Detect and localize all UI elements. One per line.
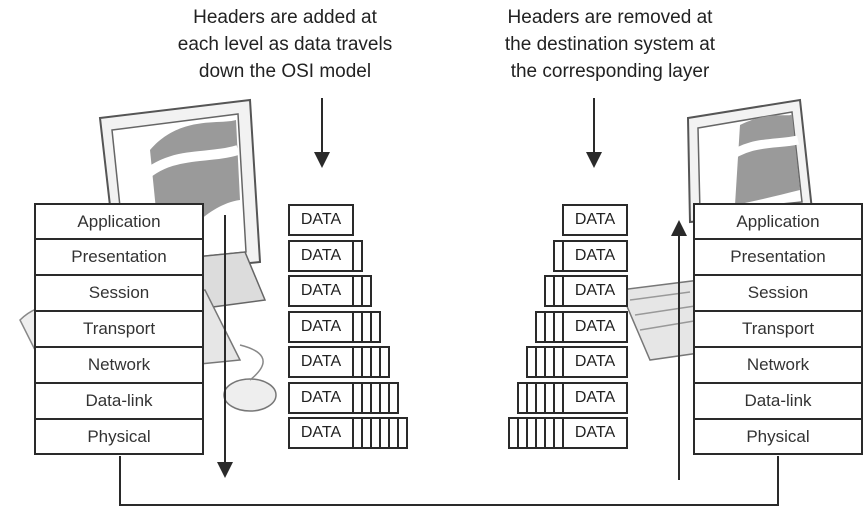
pdu-header-divider (379, 417, 381, 449)
pdu-header-divider (388, 417, 390, 449)
pdu-header-divider (526, 381, 528, 414)
up-arrow-stack (671, 220, 687, 480)
pdu-header-divider (397, 417, 399, 449)
pdu-header-divider (361, 346, 363, 378)
layer-application: Application (693, 203, 863, 239)
down-arrow-right-caption (586, 98, 602, 168)
layer-physical: Physical (693, 419, 863, 455)
network-cable (119, 456, 779, 506)
pdu-data-label: DATA (562, 310, 628, 343)
layer-presentation: Presentation (693, 239, 863, 275)
layer-physical: Physical (34, 419, 204, 455)
layer-data-link: Data-link (34, 383, 204, 419)
layer-application: Application (34, 203, 204, 239)
pdu-data-label: DATA (562, 381, 628, 414)
pdu-header-divider (361, 275, 363, 307)
layer-data-link: Data-link (693, 383, 863, 419)
pdu-header-divider (535, 381, 537, 414)
layer-transport: Transport (34, 311, 204, 347)
pdu-header-divider (517, 417, 519, 449)
pdu-header-divider (361, 310, 363, 343)
pdu-header-divider (361, 381, 363, 414)
pdu-header-divider (553, 275, 555, 307)
pdu-header-divider (370, 417, 372, 449)
pdu-header-divider (553, 310, 555, 343)
layer-transport: Transport (693, 311, 863, 347)
pdu-data-label: DATA (288, 204, 354, 236)
pdu-data-label: DATA (288, 346, 354, 378)
computer-icon-right (618, 98, 814, 361)
pdu-data-label: DATA (562, 204, 628, 236)
pdu-data-label: DATA (288, 381, 354, 414)
caption-headers-removed: Headers are removed at the destination s… (504, 7, 716, 82)
pdu-data-label: DATA (288, 310, 354, 343)
down-arrow-left-caption (314, 98, 330, 168)
pdu-header-divider (370, 346, 372, 378)
pdu-header-divider (370, 310, 372, 343)
pdu-data-label: DATA (562, 346, 628, 378)
pdu-header-divider (544, 417, 546, 449)
pdu-header-divider (379, 346, 381, 378)
layer-network: Network (693, 347, 863, 383)
pdu-header-divider (388, 381, 390, 414)
pdu-header-divider (535, 346, 537, 378)
down-arrow-stack (217, 215, 233, 478)
pdu-data-label: DATA (288, 275, 354, 307)
pdu-data-label: DATA (562, 239, 628, 272)
caption-headers-added: Headers are added at each level as data … (177, 7, 393, 82)
osi-stack-receiver: Application Presentation Session Transpo… (693, 203, 863, 455)
pdu-header-divider (544, 310, 546, 343)
layer-presentation: Presentation (34, 239, 204, 275)
pdu-header-divider (553, 417, 555, 449)
pdu-header-block (352, 310, 381, 343)
pdu-header-divider (379, 381, 381, 414)
pdu-header-divider (526, 417, 528, 449)
pdu-data-label: DATA (562, 417, 628, 449)
pdu-data-label: DATA (288, 239, 354, 272)
pdu-header-divider (553, 346, 555, 378)
pdu-header-divider (544, 381, 546, 414)
layer-network: Network (34, 347, 204, 383)
pdu-header-divider (535, 417, 537, 449)
pdu-header-divider (361, 417, 363, 449)
pdu-header-block (352, 381, 399, 414)
pdu-header-divider (544, 346, 546, 378)
pdu-header-divider (553, 381, 555, 414)
pdu-header-block (517, 381, 564, 414)
pdu-data-label: DATA (562, 275, 628, 307)
pdu-header-divider (370, 381, 372, 414)
pdu-header-block (535, 310, 564, 343)
osi-stack-sender: Application Presentation Session Transpo… (34, 203, 204, 455)
pdu-header-block (553, 239, 564, 272)
pdu-data-label: DATA (288, 417, 354, 449)
layer-session: Session (34, 275, 204, 311)
layer-session: Session (693, 275, 863, 311)
pdu-header-block (352, 239, 363, 272)
